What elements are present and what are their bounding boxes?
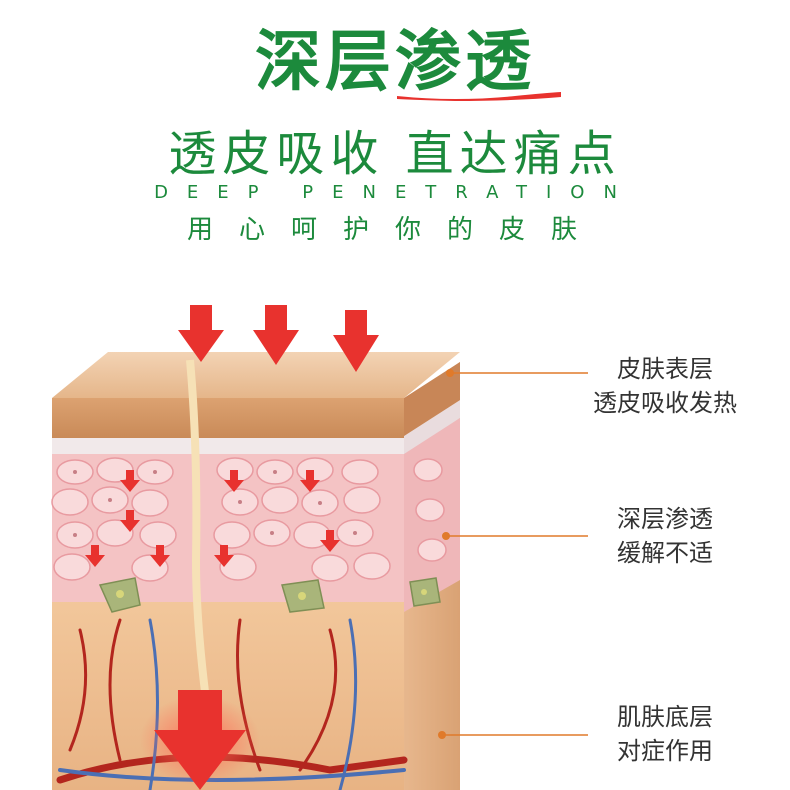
page-title: 深层渗透: [255, 23, 535, 100]
slogan: 用心呵护你的皮肤: [186, 215, 603, 245]
white-layer: [52, 436, 404, 454]
leader-lines: [442, 372, 588, 736]
label-line: 肌肤底层: [617, 703, 713, 731]
label-deep-penetration: 深层渗透 缓解不适: [560, 502, 770, 570]
surface-layer-top: [52, 352, 460, 398]
down-arrow-icon: [178, 305, 379, 372]
label-line: 透皮吸收发热: [593, 389, 737, 417]
label-skin-surface: 皮肤表层 透皮吸收发热: [560, 352, 770, 420]
english-subtitle: DEEP PENETRATION: [154, 182, 636, 203]
label-line: 深层渗透: [617, 505, 713, 533]
title-underline-swoosh: [397, 92, 561, 101]
page-subtitle: 透皮吸收 直达痛点: [168, 126, 622, 182]
label-skin-bottom: 肌肤底层 对症作用: [560, 700, 770, 768]
hair-shaft: [186, 359, 210, 701]
label-line: 皮肤表层: [617, 355, 713, 383]
label-line: 缓解不适: [617, 539, 713, 567]
label-line: 对症作用: [617, 737, 713, 765]
surface-layer-front: [52, 398, 404, 438]
deep-arrow-icon: [154, 690, 246, 790]
cell-grid: [51, 457, 447, 582]
